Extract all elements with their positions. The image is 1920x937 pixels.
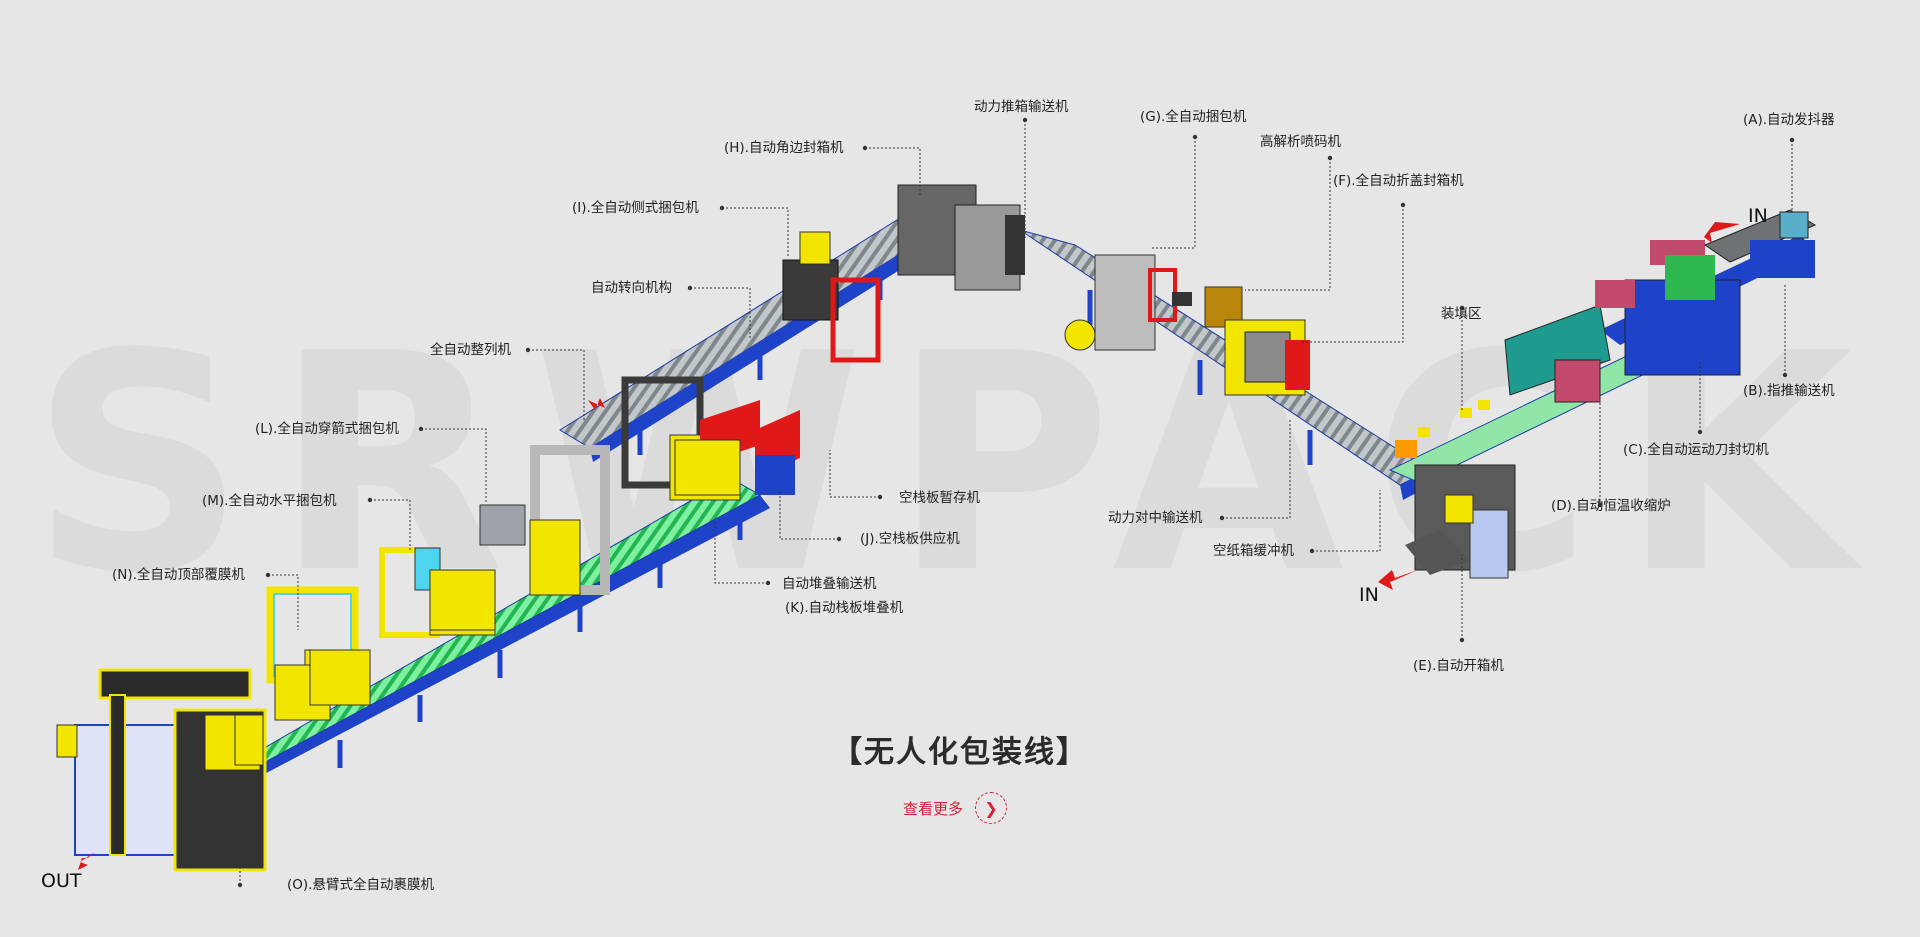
fill-area (1395, 400, 1490, 458)
label-fill: 装填区 (1441, 306, 1482, 322)
corner-sealer-h (897, 184, 1025, 291)
out-label: OUT (41, 870, 82, 892)
label-b: (B).指推输送机 (1743, 383, 1835, 399)
arch-strapper-l (479, 445, 610, 596)
label-center-conv: 动力对中输送机 (1108, 510, 1203, 526)
label-a: (A).自动发抖器 (1743, 112, 1835, 128)
label-e: (E).自动开箱机 (1413, 658, 1504, 674)
label-turn: 自动转向机构 (591, 280, 672, 296)
io-arrows (78, 222, 1740, 870)
wrapping-machine-o (56, 668, 267, 872)
in-label-bottom: IN (1359, 584, 1379, 606)
leader-dots (237, 117, 1795, 888)
pallet-stack (204, 439, 741, 771)
leader-lines (239, 120, 1793, 885)
label-coder: 高解析喷码机 (1260, 134, 1341, 150)
label-l: (L).全自动穿箭式捆包机 (255, 421, 399, 437)
label-d: (D).自动恒温收缩炉 (1551, 498, 1671, 514)
feeder-a (1703, 209, 1817, 278)
page-title: 【无人化包装线】 (832, 735, 1088, 770)
in-label-top: IN (1748, 205, 1768, 227)
strapper-g (1064, 254, 1177, 351)
label-buffer: 空纸箱缓冲机 (1213, 543, 1294, 559)
label-i: (I).全自动侧式捆包机 (572, 200, 699, 216)
label-m: (M).全自动水平捆包机 (202, 493, 337, 509)
label-c: (C).全自动运动刀封切机 (1623, 442, 1769, 458)
label-push: 动力推箱输送机 (974, 99, 1069, 115)
view-more-label: 查看更多 (903, 799, 964, 818)
shrink-oven-d (1504, 304, 1611, 403)
label-h: (H).自动角边封箱机 (724, 140, 844, 156)
label-j: (J).空栈板供应机 (860, 531, 960, 547)
label-g: (G).全自动捆包机 (1140, 109, 1247, 125)
sealer-c (1595, 240, 1741, 376)
label-n: (N).全自动顶部覆膜机 (112, 567, 245, 583)
case-erector-e (1405, 464, 1516, 579)
label-f: (F).全自动折盖封箱机 (1333, 173, 1464, 189)
label-o: (O).悬臂式全自动裹膜机 (287, 877, 434, 893)
case-sealer-f (1224, 319, 1310, 396)
label-stack-conv: 自动堆叠输送机 (782, 576, 877, 592)
view-more-link[interactable]: 查看更多 ❯ (903, 792, 1008, 824)
side-strapper-i (782, 231, 881, 363)
label-align: 全自动整列机 (430, 342, 511, 358)
label-pallet-store: 空栈板暂存机 (899, 490, 980, 506)
label-k: (K).自动栈板堆叠机 (785, 600, 904, 616)
chevron-right-icon: ❯ (975, 792, 1008, 824)
